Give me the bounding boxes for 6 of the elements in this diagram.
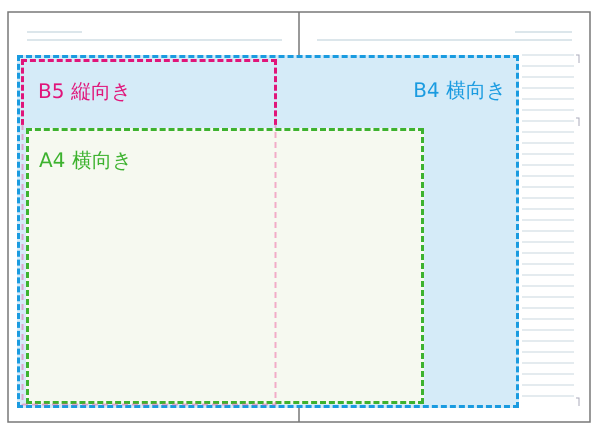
paper-size-label: B5 縦向き xyxy=(38,81,131,101)
paper-size-outline xyxy=(17,55,519,408)
paper-size-label: B4 横向き xyxy=(413,80,506,100)
paper-size-outline xyxy=(26,128,424,404)
paper-size-outline xyxy=(21,59,277,125)
paper-size-label: A4 横向き xyxy=(39,150,132,170)
